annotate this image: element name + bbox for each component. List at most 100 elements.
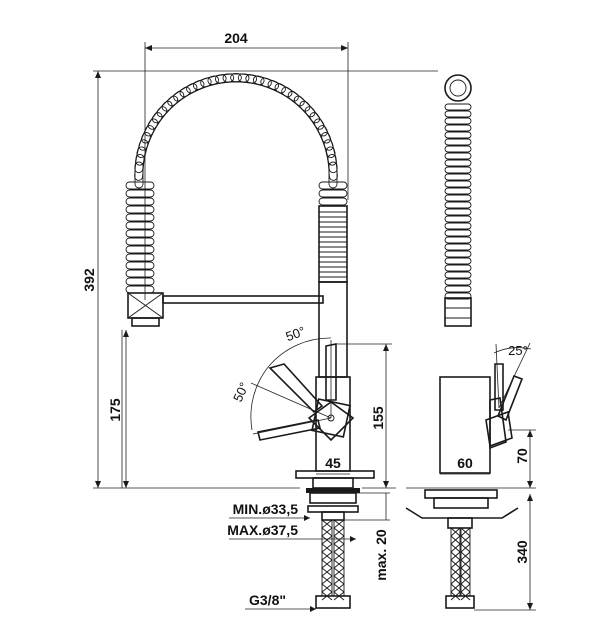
braid-segment <box>450 583 461 593</box>
overall-width-label: 204 <box>224 30 248 46</box>
base-gasket <box>306 488 360 493</box>
braid-segment <box>333 519 345 529</box>
spring-coil-turn <box>318 197 348 206</box>
connection-label: G3/8" <box>249 592 286 608</box>
lever-upright <box>325 343 337 401</box>
braid-segment <box>333 543 345 553</box>
braid-segment <box>333 567 345 577</box>
braid-segment <box>321 559 333 569</box>
spring-coil-turn <box>318 181 348 190</box>
angle-arc-upper <box>268 337 332 367</box>
side-lever-arrows <box>527 430 533 488</box>
spray-head-nozzle <box>131 317 160 327</box>
spring-coil <box>134 73 338 189</box>
braid-segment <box>450 527 461 537</box>
spring-coil-turn <box>444 180 472 188</box>
angle-ray-upper <box>250 382 332 419</box>
side-spray-head-lines <box>445 307 471 319</box>
spring-coil-turn <box>125 205 155 214</box>
braid-segment <box>333 583 345 593</box>
spring-coil-tails <box>125 181 348 294</box>
angle-ray-lower <box>252 417 332 435</box>
braid-segment <box>333 527 345 537</box>
spring-coil-turn <box>444 145 472 153</box>
spring-coil-turn <box>125 269 155 278</box>
spring-coil-turn <box>304 106 325 130</box>
body-width-label: 45 <box>325 455 341 471</box>
width-extension-lines <box>144 42 349 300</box>
side-spray-head <box>444 297 472 327</box>
hose-length-label: 340 <box>514 540 530 564</box>
hole-min-arrow <box>304 515 310 521</box>
spring-coil-turn <box>287 90 311 112</box>
braid-segment <box>460 535 471 545</box>
side-braided-hose <box>450 527 471 601</box>
overall-height-label: 392 <box>81 268 97 292</box>
spring-coil-turn <box>125 277 155 286</box>
spring-coil-turn <box>444 152 472 160</box>
braid-segment <box>460 567 471 577</box>
spring-coil-turn <box>444 103 472 111</box>
spring-coil-turn <box>444 159 472 167</box>
side-lever-upright <box>494 363 504 411</box>
spring-coil-turn <box>125 237 155 246</box>
side-angle-ray-tilted <box>498 342 531 409</box>
side-deck-nut <box>433 497 489 509</box>
braid-segment <box>321 519 333 529</box>
spring-coil-turn <box>444 285 472 293</box>
side-mounting-bracket <box>405 507 519 519</box>
hose-outline <box>333 519 345 597</box>
side-handle-block <box>489 397 507 450</box>
hole-max-label: MAX.ø37,5 <box>227 522 298 538</box>
side-mounting-stud <box>447 517 473 529</box>
side-top-loop-inner <box>449 79 467 97</box>
spring-coil-turn <box>161 90 185 112</box>
mounting-stud <box>321 511 345 521</box>
spring-coil-turn <box>444 194 472 202</box>
front-view: 204 392 175 155 45 50° 50° MIN.ø33,5 MAX… <box>81 30 438 612</box>
spring-coil-turn <box>444 292 472 300</box>
angle-arc-lower <box>250 365 270 431</box>
spring-coil-turn <box>318 189 348 198</box>
spring-coil-turn <box>444 117 472 125</box>
spring-coil-turn <box>147 106 168 130</box>
lever-mid <box>268 363 324 414</box>
spring-coil-turn <box>125 229 155 238</box>
spring-coil-turn <box>293 95 316 118</box>
braid-segment <box>460 551 471 561</box>
side-spring-coil <box>444 103 472 300</box>
braid-segment <box>460 559 471 569</box>
spring-coil-turn <box>151 100 173 124</box>
spring-coil-turn <box>444 138 472 146</box>
side-view: 25° 60 70 340 <box>405 74 536 611</box>
braid-segment <box>321 527 333 537</box>
spring-coil-turn <box>134 161 144 189</box>
spring-coil-turn <box>125 221 155 230</box>
side-handle-base <box>485 410 513 448</box>
lever-low <box>257 419 321 441</box>
spring-coil-turn <box>444 229 472 237</box>
braid-segment <box>460 527 471 537</box>
side-width-label: 60 <box>457 455 473 471</box>
side-base-plate <box>424 489 498 499</box>
spring-coil-turn <box>167 86 191 107</box>
braid-segment <box>460 583 471 593</box>
spring-coil-turn <box>125 253 155 262</box>
spring-coil-turn <box>125 285 155 294</box>
spring-coil-turn <box>444 166 472 174</box>
sleeve-ribs <box>319 211 347 278</box>
max-deck-label: max. 20 <box>373 529 389 581</box>
max-deck-extensions <box>344 492 390 521</box>
spring-coil-turn <box>125 213 155 222</box>
spring-coil-turn <box>222 73 250 83</box>
spring-coil-turn <box>444 131 472 139</box>
base-ring <box>312 477 354 489</box>
braid-segment <box>321 575 333 585</box>
side-lever-tilted <box>496 374 524 422</box>
braid-segment <box>450 551 461 561</box>
braid-segment <box>321 583 333 593</box>
braid-segment <box>333 551 345 561</box>
spring-coil-turn <box>444 278 472 286</box>
hose-fitting <box>315 595 351 609</box>
spring-coil-turn <box>444 264 472 272</box>
